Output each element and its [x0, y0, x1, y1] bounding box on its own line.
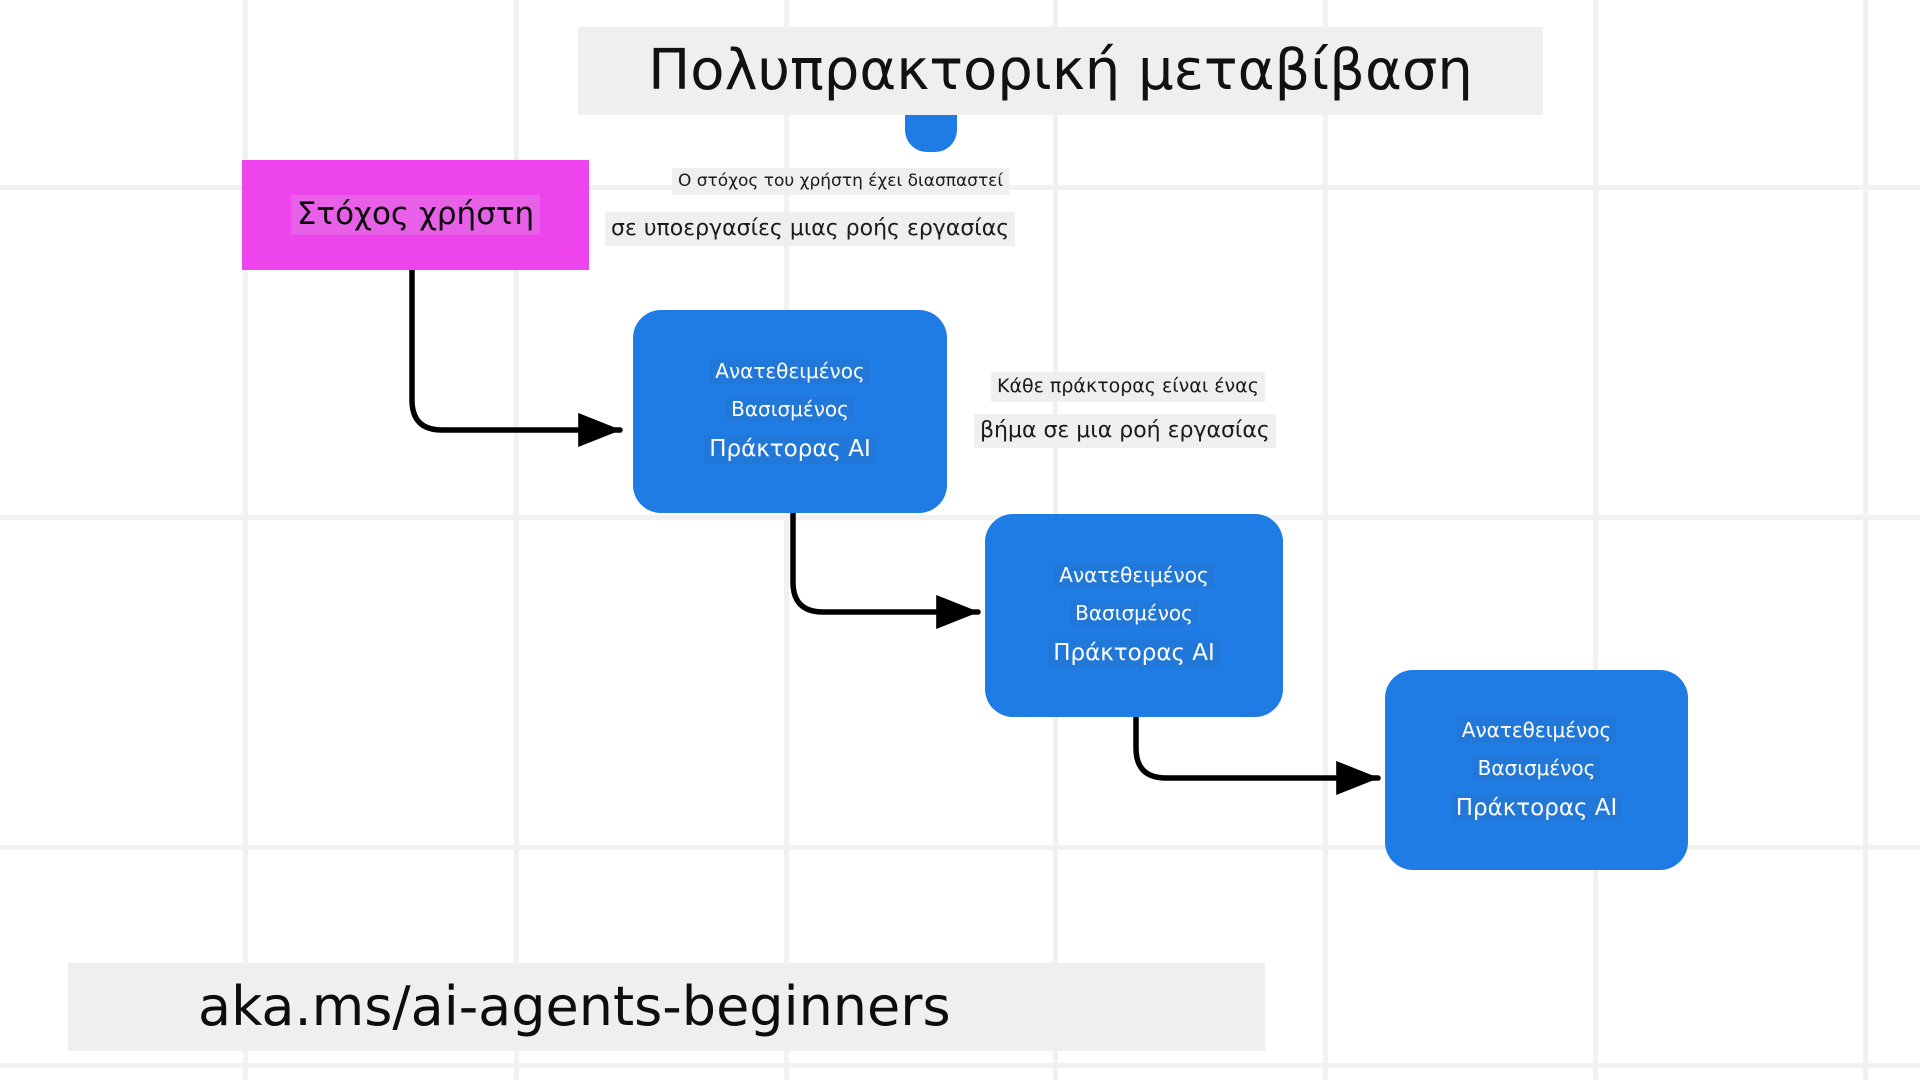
grid-line-vertical [1593, 0, 1598, 1080]
agent-card-1-line-2: Βασισμένος [726, 397, 854, 423]
goal-note-line-1: Ο στόχος του χρήστη έχει διασπαστεί [672, 168, 1010, 195]
agent-card-1[interactable]: Ανατεθειμένος Βασισμένος Πράκτορας AI [633, 310, 947, 513]
user-goal-box[interactable]: Στόχος χρήστη [242, 160, 589, 270]
agent-card-1-line-1: Ανατεθειμένος [710, 359, 870, 385]
agent-card-2[interactable]: Ανατεθειμένος Βασισμένος Πράκτορας AI [985, 514, 1283, 717]
connector-goal-to-agent1 [409, 264, 623, 448]
agent-card-3-line-1: Ανατεθειμένος [1456, 717, 1617, 743]
agent-note-line-2: βήμα σε μια ροή εργασίας [974, 414, 1276, 448]
grid-line-vertical [1323, 0, 1328, 1080]
page-title: Πολυπρακτορική μεταβίβαση [578, 27, 1543, 115]
agent-card-2-line-3: Πράκτορας AI [1048, 639, 1220, 668]
grid-line-horizontal [0, 515, 1920, 520]
connector-agent1-to-agent2 [790, 509, 981, 630]
agent-card-3-line-2: Βασισμένος [1472, 755, 1601, 781]
goal-note-line-2: σε υποεργασίες μιας ροής εργασίας [605, 212, 1016, 246]
agent-card-3[interactable]: Ανατεθειμένος Βασισμένος Πράκτορας AI [1385, 670, 1688, 870]
agent-card-2-line-2: Βασισμένος [1070, 601, 1198, 627]
page-title-text: Πολυπρακτορική μεταβίβαση [648, 38, 1473, 103]
agent-card-1-line-3: Πράκτορας AI [704, 435, 876, 464]
agent-note-line-1: Κάθε πράκτορας είναι ένας [991, 372, 1265, 402]
user-goal-label: Στόχος χρήστη [290, 195, 541, 235]
grid-line-vertical [784, 0, 789, 1080]
agent-card-2-line-1: Ανατεθειμένος [1054, 563, 1214, 589]
grid-line-horizontal [0, 1063, 1920, 1068]
agent-card-3-line-3: Πράκτορας AI [1450, 793, 1623, 823]
footer-link-text: aka.ms/ai-agents-beginners [198, 975, 951, 1038]
connector-agent2-to-agent3 [1133, 715, 1381, 796]
footer-link-band[interactable]: aka.ms/ai-agents-beginners [68, 963, 1265, 1051]
grid-line-vertical [1863, 0, 1868, 1080]
